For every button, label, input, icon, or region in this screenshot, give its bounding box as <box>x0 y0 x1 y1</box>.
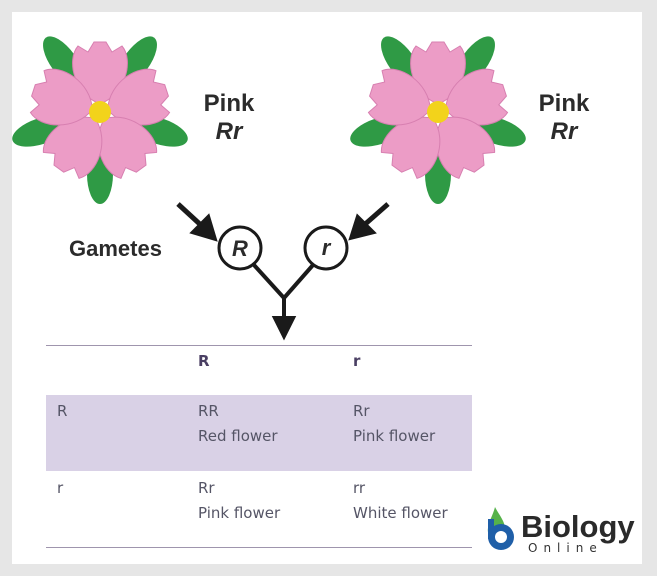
right-parent-label: Pink Rr <box>532 90 596 146</box>
column-header-r: r <box>353 352 361 370</box>
cell-Rr-top: Rr Pink flower <box>353 399 435 449</box>
gamete-R: R <box>217 225 263 271</box>
cell-genotype: Rr <box>198 479 215 497</box>
right-flower-icon <box>345 29 531 205</box>
svg-text:r: r <box>322 235 332 260</box>
gametes-label: Gametes <box>69 236 162 261</box>
logo-subtitle: Online <box>528 541 603 555</box>
left-parent-phenotype: Pink <box>203 90 255 117</box>
logo-name: Biology <box>521 509 635 544</box>
left-flower-icon <box>7 29 193 205</box>
cell-phenotype: White flower <box>353 504 448 522</box>
right-parent-arrow <box>348 202 390 241</box>
cell-phenotype: Pink flower <box>198 504 281 522</box>
row-header-R: R <box>57 402 68 420</box>
cell-phenotype: Red flower <box>198 427 278 445</box>
left-parent-genotype: Rr <box>215 118 243 145</box>
table-bottom-rule <box>46 547 472 548</box>
cell-Rr-bottom: Rr Pink flower <box>198 476 280 526</box>
table-top-rule <box>46 345 472 346</box>
column-header-R: R <box>198 352 210 370</box>
table-row-highlight <box>46 395 472 471</box>
cell-genotype: rr <box>353 479 366 497</box>
cell-genotype: RR <box>198 402 219 420</box>
cell-RR: RR Red flower <box>198 399 278 449</box>
cell-phenotype: Pink flower <box>353 427 436 445</box>
biology-online-logo-icon <box>487 507 514 550</box>
left-parent-arrow <box>176 202 218 242</box>
right-parent-genotype: Rr <box>550 118 578 145</box>
svg-text:R: R <box>232 236 248 261</box>
right-parent-phenotype: Pink <box>538 90 590 117</box>
cell-genotype: Rr <box>353 402 370 420</box>
cell-rr: rr White flower <box>353 476 448 526</box>
gamete-r: r <box>303 225 349 271</box>
row-header-r: r <box>57 479 64 497</box>
left-parent-label: Pink Rr <box>197 90 261 146</box>
fertilization-arrow <box>252 263 315 341</box>
